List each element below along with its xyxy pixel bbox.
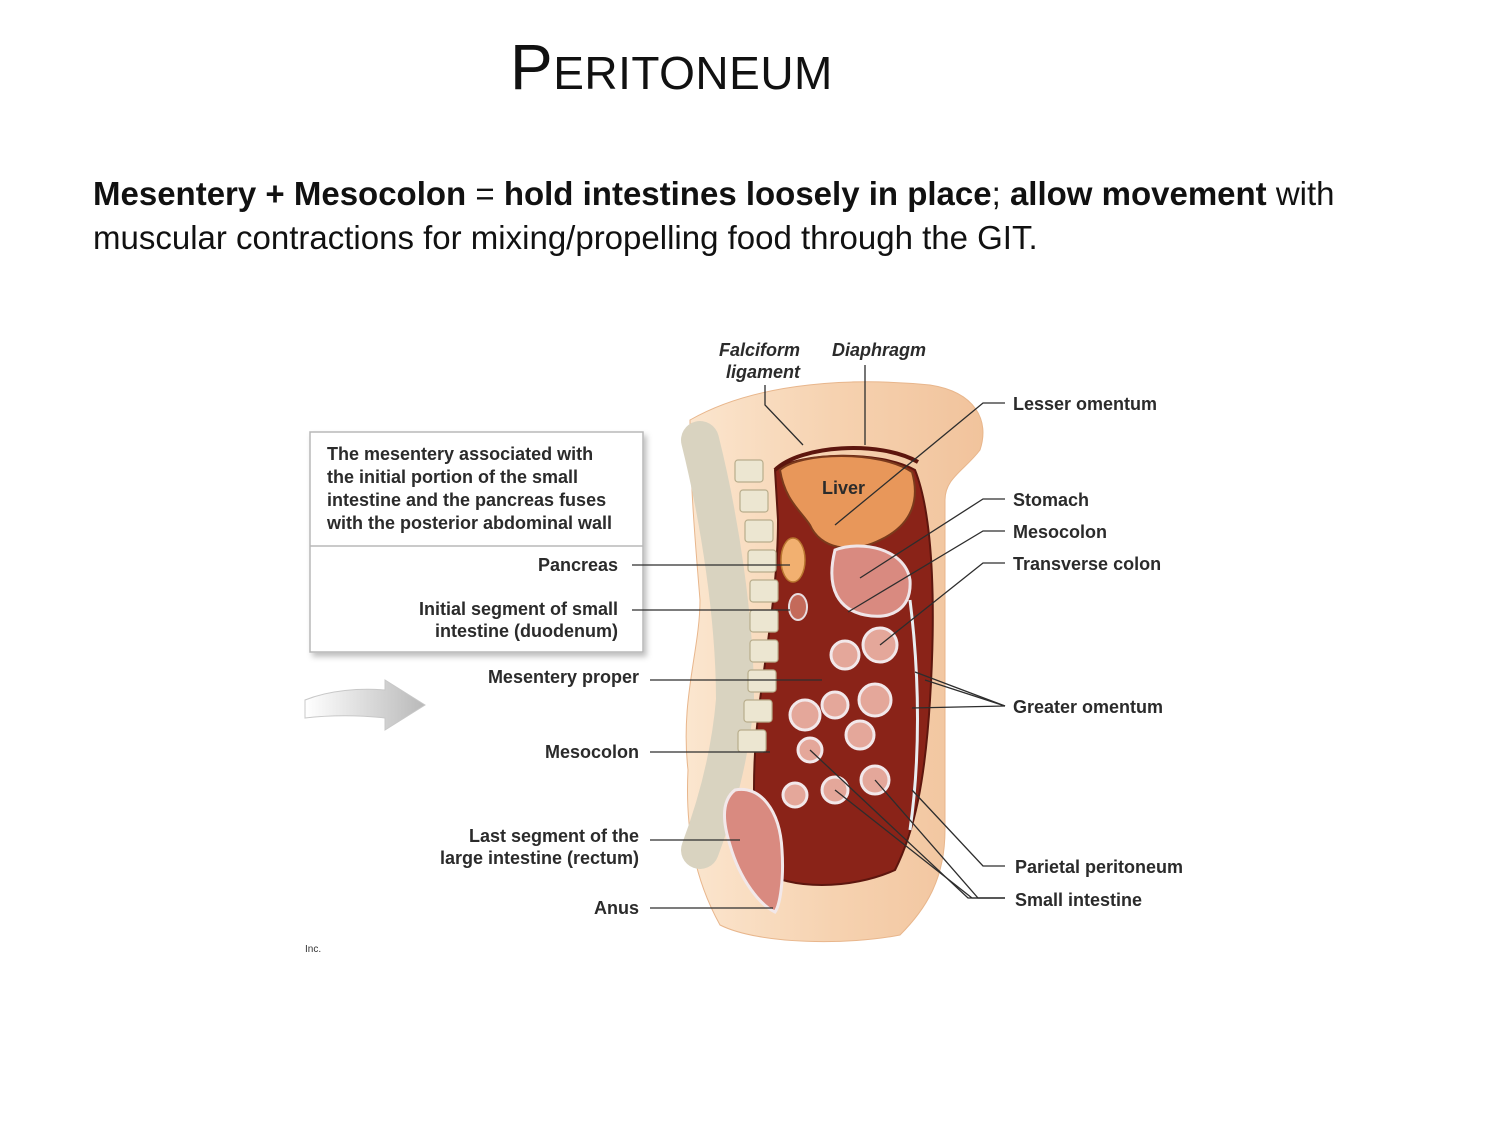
liver-shape (778, 455, 916, 549)
label-mesentery-proper: Mesentery proper (488, 667, 639, 687)
stomach-shape (830, 544, 912, 618)
intro-function-1: hold intestines loosely in place (503, 175, 992, 212)
pancreas-shape (780, 537, 806, 583)
leader-lines (632, 365, 1006, 909)
label-initial-segment-2: intestine (duodenum) (435, 621, 618, 641)
rectum-shape (723, 787, 784, 914)
intro-rest: with muscular contractions for mixing/pr… (93, 175, 1335, 256)
label-liver: Liver (822, 478, 865, 498)
label-anus: Anus (594, 898, 639, 918)
label-greater-omentum: Greater omentum (1013, 697, 1163, 717)
label-pancreas: Pancreas (538, 555, 618, 575)
intestine-loops (781, 626, 899, 809)
intro-text: Mesentery + Mesocolon = hold intestines … (93, 172, 1453, 260)
label-lesser-omentum: Lesser omentum (1013, 394, 1157, 414)
label-last-segment-1: Last segment of the (469, 826, 639, 846)
label-stomach: Stomach (1013, 490, 1089, 510)
page-title: PERITONEUM (510, 30, 833, 104)
callout-box: The mesentery associated with the initia… (309, 431, 644, 653)
label-parietal-peritoneum: Parietal peritoneum (1015, 857, 1183, 877)
title-rest: ERITONEUM (553, 47, 833, 99)
callout-line-1: The mesentery associated with (327, 444, 593, 464)
credit-text: Inc. (305, 944, 321, 955)
label-mesocolon-right: Mesocolon (1013, 522, 1107, 542)
greater-omentum-line (908, 599, 919, 831)
pointer-arrow (304, 679, 426, 731)
intro-term: Mesentery + Mesocolon (93, 175, 467, 212)
label-small-intestine: Small intestine (1015, 890, 1142, 910)
intro-separator: ; (991, 175, 1010, 212)
label-last-segment-2: large intestine (rectum) (440, 848, 639, 868)
callout-line-3: intestine and the pancreas fuses (327, 490, 606, 510)
callout-line-2: the initial portion of the small (327, 467, 578, 487)
label-falciform-1: Falciform (719, 340, 800, 360)
spine (681, 421, 779, 869)
diaphragm-line (773, 446, 920, 472)
intro-function-2: allow movement (1009, 175, 1267, 212)
duodenum-shape (788, 593, 808, 621)
label-transverse-colon: Transverse colon (1013, 554, 1161, 574)
callout-line-4: with the posterior abdominal wall (326, 513, 612, 533)
label-diaphragm: Diaphragm (832, 340, 926, 360)
label-mesocolon-left: Mesocolon (545, 742, 639, 762)
label-falciform-2: ligament (726, 362, 801, 382)
label-initial-segment-1: Initial segment of small (419, 599, 618, 619)
title-initial: P (510, 31, 554, 103)
intro-equals: = (466, 175, 504, 212)
